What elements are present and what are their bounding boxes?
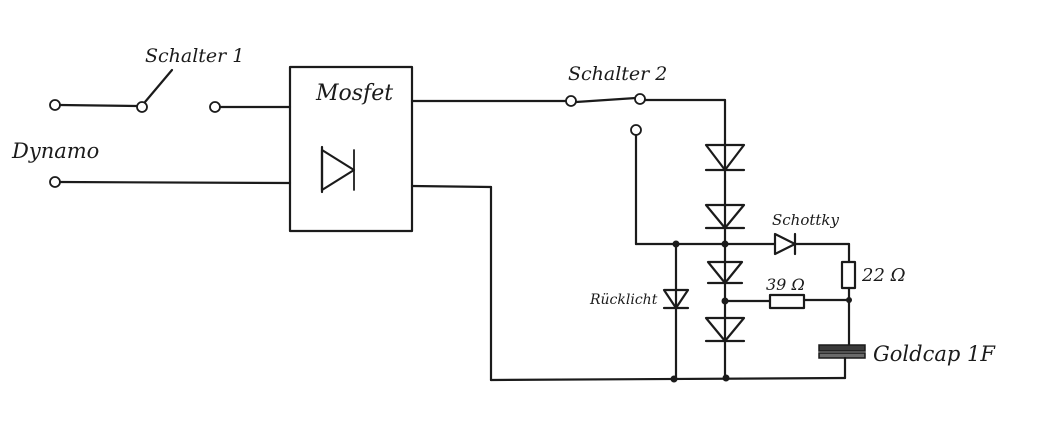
wire-dynamo-to-mosfet — [58, 180, 292, 185]
resistor-22-body — [840, 260, 857, 290]
label-switch2: Schalter 2 — [568, 63, 667, 85]
middle-bus — [634, 240, 777, 248]
ruecklicht-diode — [662, 242, 690, 381]
diode-1 — [704, 143, 746, 172]
schottky-diode-icon — [773, 232, 797, 256]
mosfet-box — [288, 65, 414, 233]
switch2-lever — [574, 96, 638, 104]
wire-ground-rail — [489, 376, 847, 382]
resistor-22 — [840, 260, 857, 347]
mosfet-block — [288, 65, 414, 233]
ruecklicht-diode-icon — [662, 288, 690, 310]
label-schottky: Schottky — [772, 211, 840, 229]
dynamo-input — [49, 99, 292, 188]
mosfet-body-diode-icon — [320, 148, 356, 192]
diode-chain — [704, 138, 746, 380]
goldcap-capacitor — [818, 344, 866, 380]
diode-4 — [704, 316, 746, 343]
switch1-contact — [209, 101, 221, 113]
switch2-contact — [630, 124, 642, 136]
resistor-39-body — [768, 293, 806, 310]
dynamo-terminal-bottom — [49, 176, 61, 188]
wire-mosfet-return — [410, 184, 493, 189]
label-switch1: Schalter 1 — [145, 45, 244, 67]
goldcap-plate-bottom — [818, 352, 866, 359]
bottom-rail — [410, 184, 847, 383]
diode-3 — [706, 260, 744, 285]
top-rail — [410, 93, 727, 246]
diode-2 — [704, 203, 746, 230]
switch2-pivot — [634, 93, 646, 105]
switch1-pivot — [136, 101, 148, 113]
wire-dynamo-to-switch1 — [58, 103, 139, 108]
switch2-left-terminal — [565, 95, 577, 107]
label-dynamo: Dynamo — [11, 139, 99, 163]
junction-bus-2 — [721, 240, 729, 248]
dynamo-terminal-top — [49, 99, 61, 111]
switch1 — [136, 68, 292, 113]
schottky-diode — [773, 232, 851, 264]
resistor-39 — [721, 293, 852, 310]
label-mosfet: Mosfet — [315, 81, 393, 106]
label-39-ohm: 39 Ω — [766, 275, 805, 294]
label-22-ohm: 22 Ω — [861, 265, 906, 286]
label-goldcap: Goldcap 1F — [873, 342, 996, 366]
label-ruecklicht: Rücklicht — [589, 292, 658, 308]
goldcap-plate-top — [818, 344, 866, 352]
switch1-lever — [143, 68, 174, 104]
